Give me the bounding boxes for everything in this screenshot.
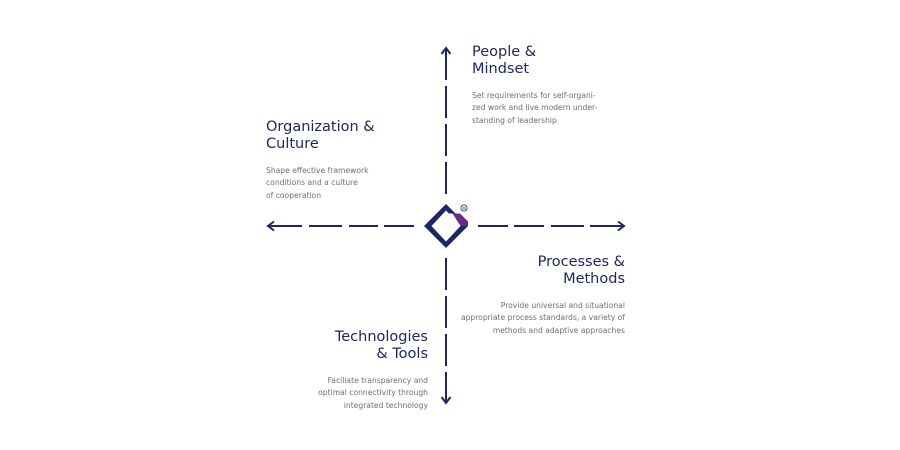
desc-line: Set requirements for self-organi- bbox=[472, 91, 596, 100]
desc-line: of cooperation bbox=[266, 190, 322, 200]
logo-purple-shape bbox=[452, 213, 468, 226]
desc-line: standing of leadership bbox=[472, 115, 557, 125]
desc-line: integrated technology bbox=[343, 400, 428, 410]
desc-line: appropriate process standards, a variety… bbox=[460, 313, 625, 323]
processes-methods-title: Processes & Methods bbox=[445, 254, 625, 288]
title-line: Organization & bbox=[266, 119, 375, 135]
registered-mark-circle bbox=[460, 204, 468, 212]
technologies-tools-description: Faciliate transparency and optimal conne… bbox=[300, 375, 428, 412]
title-line: Processes & bbox=[537, 254, 625, 270]
people-mindset-description: Set requirements for self-organi- zed wo… bbox=[472, 90, 597, 127]
desc-line: methods and adaptive approaches bbox=[492, 325, 625, 335]
desc-line: optimal connectivity through bbox=[318, 388, 428, 398]
arrow-right-icon bbox=[617, 220, 626, 232]
desc-line: Provide universal and situational bbox=[500, 301, 625, 310]
registered-mark: ® bbox=[462, 205, 467, 212]
desc-line: zed work and live modern under- bbox=[472, 103, 598, 113]
organization-culture-title: Organization & Culture bbox=[266, 119, 375, 153]
quadrant-organization-culture: Organization & Culture Shape effective f… bbox=[266, 119, 375, 202]
title-line: Technologies bbox=[334, 329, 428, 345]
axes bbox=[266, 46, 626, 405]
title-line: Mindset bbox=[472, 61, 530, 77]
title-line: & Tools bbox=[376, 346, 428, 362]
people-mindset-title: People & Mindset bbox=[472, 44, 597, 78]
desc-line: conditions and a culture bbox=[266, 178, 358, 188]
desc-line: Faciliate transparency and bbox=[327, 376, 428, 385]
quadrant-technologies-tools: Technologies & Tools Faciliate transpare… bbox=[300, 329, 428, 412]
desc-line: Shape effective framework bbox=[266, 166, 369, 175]
title-line: Culture bbox=[266, 136, 319, 152]
title-line: Methods bbox=[563, 271, 625, 287]
center-logo: ® bbox=[424, 204, 468, 248]
title-line: People & bbox=[472, 44, 537, 60]
arrow-up-icon bbox=[440, 46, 452, 55]
organization-culture-description: Shape effective framework conditions and… bbox=[266, 165, 375, 202]
quadrant-people-mindset: People & Mindset Set requirements for se… bbox=[472, 44, 597, 127]
processes-methods-description: Provide universal and situational approp… bbox=[445, 300, 625, 337]
quadrant-processes-methods: Processes & Methods Provide universal an… bbox=[445, 254, 625, 337]
technologies-tools-title: Technologies & Tools bbox=[300, 329, 428, 363]
arrow-down-icon bbox=[440, 396, 452, 405]
logo-navy-shape bbox=[424, 204, 468, 248]
arrow-left-icon bbox=[266, 220, 275, 232]
